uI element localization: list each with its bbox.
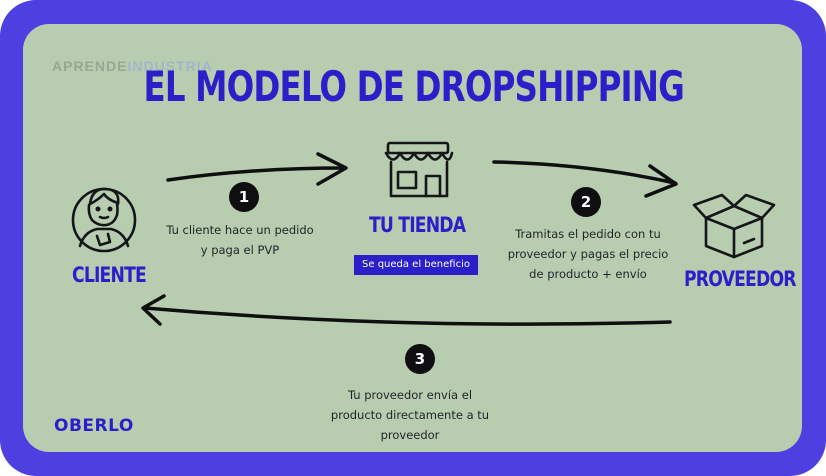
- step-2-line-2: proveedor y pagas el precio: [507, 247, 669, 261]
- watermark-part-2: INDUSTRIA: [127, 58, 213, 74]
- step-2-line-3: de producto + envío: [529, 267, 647, 281]
- step-1-line-1: Tu cliente hace un pedido: [166, 223, 314, 237]
- store-benefit-badge: Se queda el beneficio: [354, 255, 478, 275]
- watermark-part-1: APRENDE: [52, 58, 128, 74]
- diagram-card: [23, 24, 802, 452]
- watermark: APRENDEINDUSTRIA: [52, 58, 213, 74]
- storefront-icon: [384, 141, 454, 198]
- step-2-line-1: Tramitas el pedido con tu: [515, 227, 661, 241]
- arrow-store-to-supplier: [492, 160, 678, 198]
- diagram-title: EL MODELO DE DROPSHIPPING: [143, 62, 684, 111]
- step-1-line-2: y paga el PVP: [200, 243, 280, 257]
- oberlo-logo: OBERLO: [54, 416, 134, 436]
- arrow-client-to-store: [166, 152, 348, 186]
- client-label: CLIENTE: [72, 263, 147, 287]
- step-3-description: Tu proveedor envía el producto directame…: [320, 385, 500, 445]
- arrow-supplier-to-client: [141, 294, 672, 326]
- step-2-number: 2: [571, 187, 601, 217]
- store-label: TU TIENDA: [369, 213, 466, 237]
- step-3-number: 3: [405, 344, 435, 374]
- open-box-icon: [692, 193, 776, 259]
- person-icon: [71, 187, 137, 253]
- step-1-description: Tu cliente hace un pedido y paga el PVP: [150, 220, 330, 260]
- step-3-line-3: proveedor: [380, 428, 440, 442]
- step-1-number: 1: [229, 182, 259, 212]
- supplier-label: PROVEEDOR: [684, 267, 797, 291]
- step-3-line-2: producto directamente a tu: [330, 408, 490, 422]
- step-3-line-1: Tu proveedor envía el: [347, 388, 473, 402]
- step-2-description: Tramitas el pedido con tu proveedor y pa…: [498, 224, 678, 284]
